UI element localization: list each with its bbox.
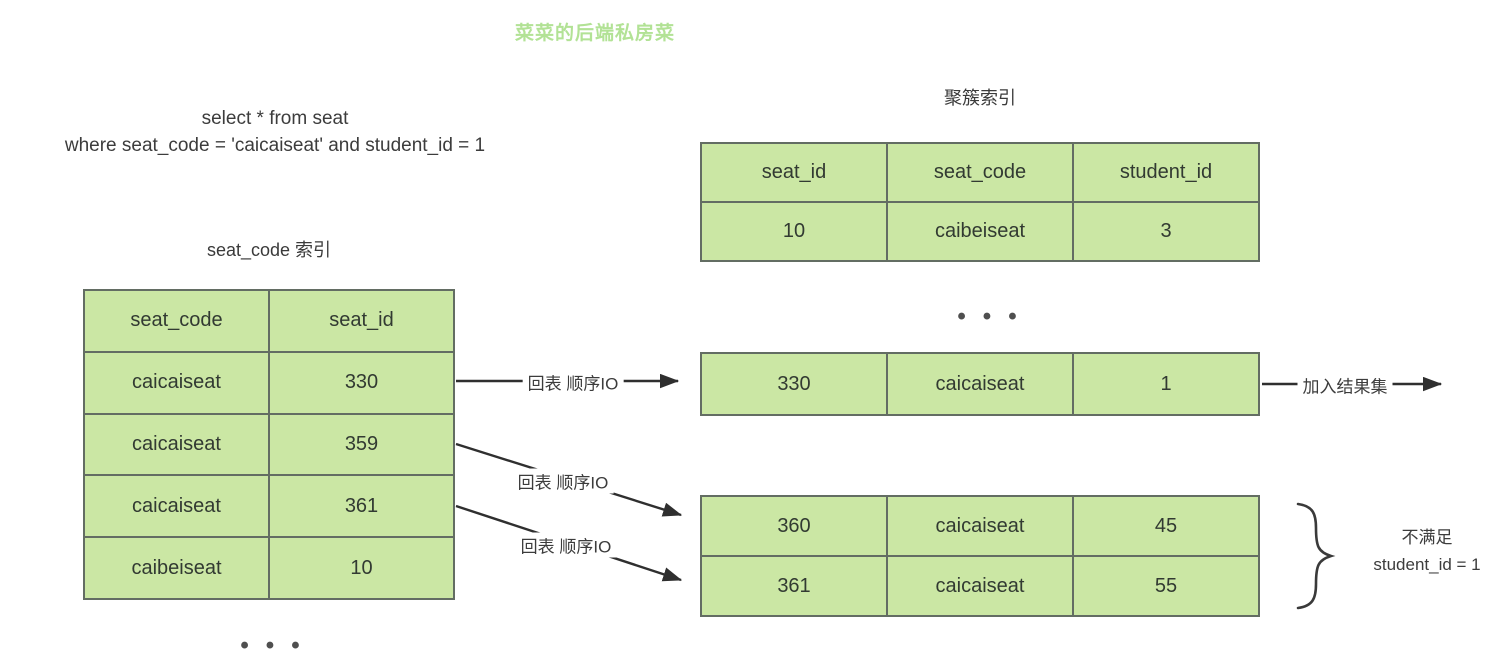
table-cell: caicaiseat [888, 557, 1072, 615]
curly-brace [1296, 502, 1336, 610]
table-cell: 10 [270, 538, 453, 598]
header-cell: seat_id [270, 291, 453, 351]
sql-line-1: select * from seat [201, 108, 349, 129]
table-cell: 45 [1074, 497, 1258, 555]
sql-line-2: where seat_code = 'caicaiseat' and stude… [64, 135, 486, 156]
header-cell: seat_code [85, 291, 268, 351]
table-cell: 3 [1074, 203, 1258, 260]
table-cell: 55 [1074, 557, 1258, 615]
table-cell: 1 [1074, 354, 1258, 414]
back-to-table-label-2: 回表 顺序IO [512, 468, 614, 494]
clustered-index-matched-row: 330 caicaiseat 1 [700, 352, 1260, 416]
back-to-table-label-3: 回表 顺序IO [515, 532, 617, 558]
table-cell: 330 [702, 354, 886, 414]
sql-query: select * from seat where seat_code = 'ca… [15, 105, 535, 159]
table-cell: caicaiseat [85, 414, 268, 475]
back-to-table-label-1: 回表 顺序IO [522, 369, 624, 395]
not-satisfied-line-2: student_id = 1 [1373, 555, 1481, 574]
table-cell: caicaiseat [85, 476, 268, 537]
table-cell: caicaiseat [888, 354, 1072, 414]
secondary-index-title: seat_code 索引 [206, 240, 332, 260]
header-cell: seat_id [702, 144, 886, 201]
table-cell: caibeiseat [888, 203, 1072, 260]
not-satisfied-note: 不满足 student_id = 1 [1342, 524, 1508, 578]
not-satisfied-line-1: 不满足 [1401, 528, 1453, 547]
add-to-result-label: 加入结果集 [1297, 372, 1393, 398]
header-cell: seat_code [888, 144, 1072, 201]
table-cell: 10 [702, 203, 886, 260]
table-cell: 330 [270, 352, 453, 413]
ellipsis-dots: ••• [240, 632, 317, 659]
table-cell: caicaiseat [888, 497, 1072, 555]
clustered-index-unmatched-rows: 360 caicaiseat 45 361 caicaiseat 55 [700, 495, 1260, 617]
secondary-index-table: seat_code seat_id caicaiseat 330 caicais… [83, 289, 455, 600]
watermark-text: 菜菜的后端私房菜 [514, 23, 675, 44]
table-cell: 359 [270, 414, 453, 475]
table-cell: 360 [702, 497, 886, 555]
table-cell: 361 [270, 476, 453, 537]
table-cell: caicaiseat [85, 352, 268, 413]
table-cell: 361 [702, 557, 886, 615]
clustered-index-title: 聚簇索引 [944, 88, 1016, 108]
table-cell: caibeiseat [85, 538, 268, 598]
header-cell: student_id [1074, 144, 1258, 201]
ellipsis-dots: ••• [957, 303, 1034, 330]
clustered-index-table-top: seat_id seat_code student_id 10 caibeise… [700, 142, 1260, 262]
